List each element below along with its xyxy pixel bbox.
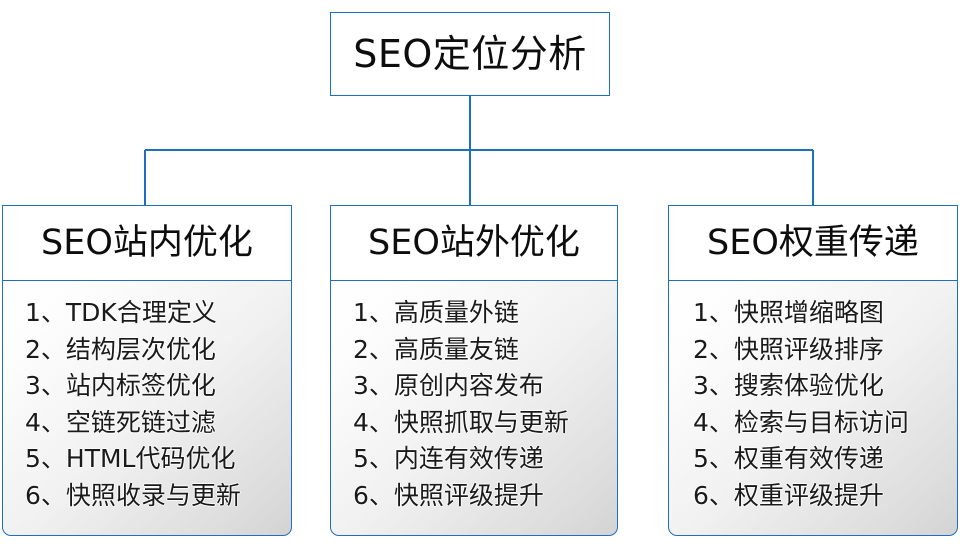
list-item: 5、内连有效传递 xyxy=(353,444,544,474)
branch-header-label: SEO站外优化 xyxy=(368,223,580,263)
branch-weight-transfer: SEO权重传递 1、快照增缩略图 2、快照评级排序 3、搜索体验优化 4、检索与… xyxy=(668,205,958,537)
branch-body-weight-transfer: 1、快照增缩略图 2、快照评级排序 3、搜索体验优化 4、检索与目标访问 5、权… xyxy=(668,280,958,537)
list-item: 3、原创内容发布 xyxy=(353,371,544,401)
list-item: 5、HTML代码优化 xyxy=(25,444,236,474)
list-item: 2、高质量友链 xyxy=(353,334,519,364)
list-item: 4、快照抓取与更新 xyxy=(353,407,569,437)
list-item: 2、结构层次优化 xyxy=(25,334,216,364)
branch-header-on-site[interactable]: SEO站内优化 xyxy=(2,205,292,282)
list-item: 1、高质量外链 xyxy=(353,298,519,328)
list-item: 3、站内标签优化 xyxy=(25,371,216,401)
list-item: 6、快照收录与更新 xyxy=(25,480,241,510)
list-item: 5、权重有效传递 xyxy=(693,444,884,474)
branch-body-on-site: 1、TDK合理定义 2、结构层次优化 3、站内标签优化 4、空链死链过滤 5、H… xyxy=(2,280,292,537)
list-item: 4、检索与目标访问 xyxy=(693,407,909,437)
branch-header-weight-transfer[interactable]: SEO权重传递 xyxy=(668,205,958,282)
root-node[interactable]: SEO定位分析 xyxy=(330,12,610,96)
branch-header-label: SEO站内优化 xyxy=(41,223,253,263)
list-item: 4、空链死链过滤 xyxy=(25,407,216,437)
branch-header-off-site[interactable]: SEO站外优化 xyxy=(330,205,618,282)
branch-on-site: SEO站内优化 1、TDK合理定义 2、结构层次优化 3、站内标签优化 4、空链… xyxy=(2,205,292,537)
list-item: 3、搜索体验优化 xyxy=(693,371,884,401)
branch-body-off-site: 1、高质量外链 2、高质量友链 3、原创内容发布 4、快照抓取与更新 5、内连有… xyxy=(330,280,618,537)
branch-header-label: SEO权重传递 xyxy=(707,223,919,263)
list-item: 1、TDK合理定义 xyxy=(25,298,217,328)
branch-off-site: SEO站外优化 1、高质量外链 2、高质量友链 3、原创内容发布 4、快照抓取与… xyxy=(330,205,618,537)
list-item: 6、快照评级提升 xyxy=(353,480,544,510)
list-item: 2、快照评级排序 xyxy=(693,334,884,364)
list-item: 6、权重评级提升 xyxy=(693,480,884,510)
list-item: 1、快照增缩略图 xyxy=(693,298,884,328)
root-node-label: SEO定位分析 xyxy=(353,32,587,76)
